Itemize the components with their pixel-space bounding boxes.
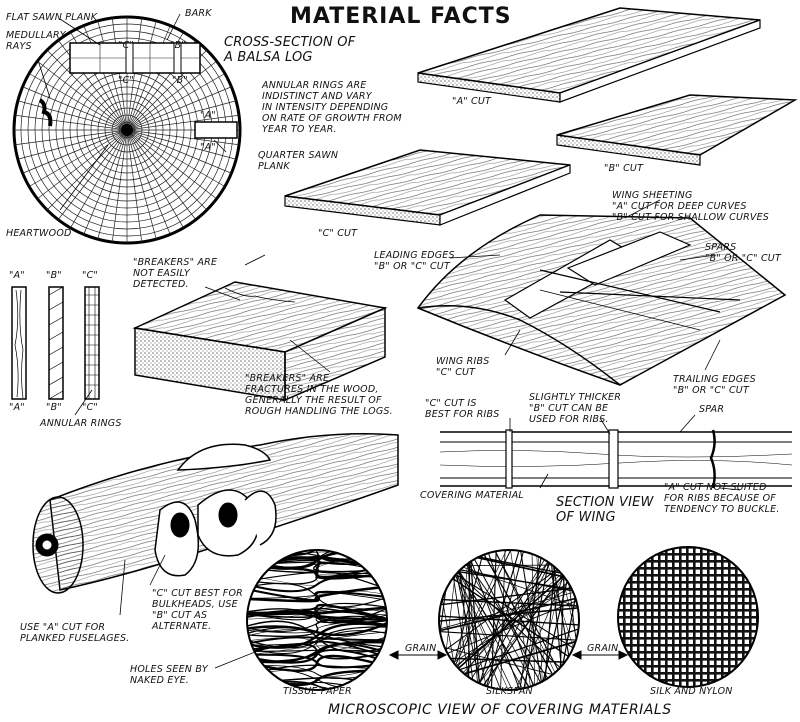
plank-b-cut [556,94,798,166]
log-mark-b-top: "B" [170,40,186,51]
a-cut-label: "A" CUT [452,96,492,107]
b-thicker-label: SLIGHTLY THICKER "B" CUT CAN BE USED FOR… [529,392,622,425]
grain-arrows [388,650,629,660]
section-view-of-wing [439,414,793,491]
log-heading: CROSS-SECTION OF A BALSA LOG [224,35,356,65]
a-not-suited-label: "A" CUT NOT SUITED FOR RIBS BECAUSE OF T… [664,482,780,515]
log-mark-a-top: "A" [200,110,216,121]
medullary-label: MEDULLARY RAYS [6,30,66,52]
section-view-heading: SECTION VIEW OF WING [556,495,654,525]
spar-label: SPAR [699,404,725,415]
plank-c-cut [284,149,571,226]
wing-ribs-label: WING RIBS "C" CUT [436,356,490,378]
bottom-caption: MICROSCOPIC VIEW OF COVERING MATERIALS [328,702,672,718]
wing-sheeting-label: WING SHEETING "A" CUT FOR DEEP CURVES "B… [612,190,770,223]
tissue-paper-label: TISSUE PAPER [283,686,352,697]
log-mark-c-bottom: "C" [118,75,134,86]
strip-label-c-bottom: "C" [82,402,98,413]
strip-label-b-bottom: "B" [46,402,62,413]
silkspan-circle [438,549,580,691]
bark-label: BARK [185,8,212,19]
quarter-sawn-plank [194,121,238,139]
strip-label-a-bottom: "A" [9,402,25,413]
covering-material-label: COVERING MATERIAL [420,490,524,501]
silk-nylon-label: SILK AND NYLON [650,686,733,697]
balsa-log-cross-section [12,13,242,245]
annular-rings-label: ANNULAR RINGS [40,418,122,429]
strip-label-b-top: "B" [46,270,62,281]
leading-edges-label: LEADING EDGES "B" OR "C" CUT [374,250,455,272]
grain-label-right: GRAIN [587,643,619,654]
tissue-paper-circle [246,549,388,691]
c-bulkheads-label: "C" CUT BEST FOR BULKHEADS, USE "B" CUT … [152,588,243,632]
a-planked-label: USE "A" CUT FOR PLANKED FUSELAGES. [20,622,130,644]
silkspan-label: SILKSPAN [486,686,533,697]
c-cut-label: "C" CUT [318,228,358,239]
heartwood-label: HEARTWOOD [6,228,72,239]
breakers-top-label: "BREAKERS" ARE NOT EASILY DETECTED. [133,257,218,290]
trailing-edges-label: TRAILING EDGES "B" OR "C" CUT [673,374,756,396]
strip-label-c-top: "C" [82,270,98,281]
page-title: MATERIAL FACTS [290,4,512,29]
c-best-ribs-label: "C" CUT IS BEST FOR RIBS [425,398,500,420]
breakers-bottom-label: "BREAKERS" ARE FRACTURES IN THE WOOD, GE… [245,373,393,417]
breaker-block [132,254,388,402]
b-cut-label: "B" CUT [604,163,644,174]
wing-structure [416,199,787,386]
annular-note: ANNULAR RINGS ARE INDISTINCT AND VARY IN… [262,80,402,135]
quarter-sawn-label: QUARTER SAWN PLANK [258,150,339,172]
holes-label: HOLES SEEN BY NAKED EYE. [130,664,208,686]
grain-strips [11,286,100,416]
flat-sawn-label: FLAT SAWN PLANK [6,12,98,23]
log-mark-b-bottom: "B" [172,75,188,86]
log-mark-c-top: "C" [118,40,134,51]
fuselage [32,433,399,669]
spars-label: SPARS "B" OR "C" CUT [705,242,781,264]
silk-nylon-circle [617,546,759,688]
grain-label-left: GRAIN [405,643,437,654]
log-mark-a-bottom: "A" [200,142,216,153]
strip-label-a-top: "A" [9,270,25,281]
plank-a-cut [417,7,761,103]
